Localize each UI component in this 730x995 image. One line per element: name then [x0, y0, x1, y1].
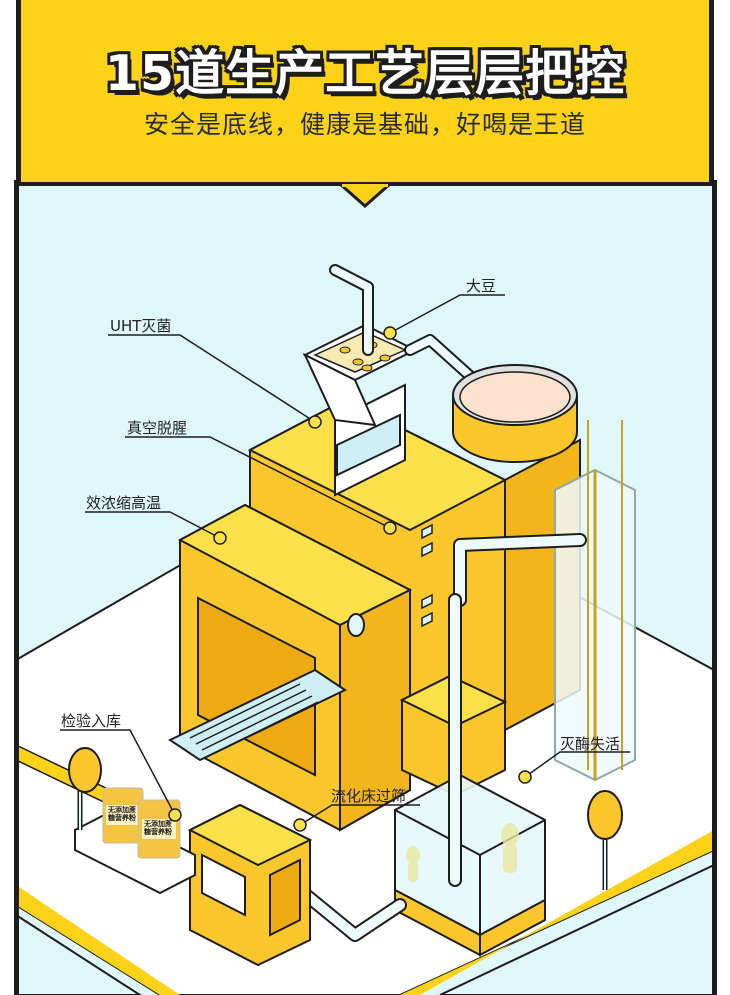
callout-vacuum: 真空脱腥 — [127, 419, 188, 437]
tank-liquid — [459, 371, 571, 423]
hopper-base — [336, 413, 401, 477]
product-packages — [102, 787, 181, 859]
page-title: 15道生产工艺层层把控 — [104, 45, 626, 102]
header-banner: 15道生产工艺层层把控 安全是底线，健康是基础，好喝是王道 — [16, 0, 714, 186]
callout-soybean: 大豆 — [466, 277, 497, 295]
callout-dot-uht — [308, 415, 322, 429]
callout-dot-vacuum — [383, 521, 397, 535]
sign-left — [68, 747, 102, 830]
callout-inspect: 检验入库 — [61, 712, 122, 730]
feed-pipe — [331, 266, 372, 354]
frame-border-left — [14, 180, 19, 995]
callout-dot-enzyme — [518, 770, 532, 784]
transfer-pipe — [406, 336, 484, 389]
machine-front-side — [339, 588, 411, 832]
callout-dot-fluidbed — [293, 818, 307, 832]
lower-pipe — [295, 885, 405, 940]
callout-uht: UHT灭菌 — [110, 317, 172, 335]
hopper-funnel — [302, 352, 377, 427]
conveyor-slats — [189, 683, 319, 757]
mascot-figures — [406, 823, 519, 882]
tunnel-opening — [197, 596, 316, 777]
sign-right — [587, 790, 623, 890]
callout-dot-concentrate — [213, 531, 227, 545]
fluid-bed-side-opening — [269, 858, 301, 937]
machine-windows — [421, 523, 433, 628]
callout-dots — [168, 326, 532, 832]
header-pointer — [340, 184, 390, 208]
callout-enzyme: 灭酶失活 — [560, 735, 621, 753]
package-label-text: 无添加蔗糖营养粉 — [108, 806, 136, 822]
fluid-bed-box-top — [187, 803, 313, 867]
callout-fluidbed: 流化床过筛 — [331, 787, 407, 805]
callout-dot-inspect — [168, 808, 182, 822]
callout-concentrate: 效浓缩高温 — [86, 494, 162, 512]
frame-border-right — [712, 180, 717, 995]
enzyme-tank-base-right — [479, 898, 546, 957]
fluid-bed-window — [201, 853, 246, 917]
package-label-text: 无添加蔗糖营养粉 — [144, 820, 172, 836]
machine-knob — [347, 613, 365, 637]
page-subtitle: 安全是底线，健康是基础，好喝是王道 — [143, 110, 586, 139]
callout-leaders — [60, 294, 630, 826]
column-pipe — [455, 535, 585, 605]
floor-edge-left — [16, 885, 180, 995]
callout-dot-soybean — [383, 326, 397, 340]
